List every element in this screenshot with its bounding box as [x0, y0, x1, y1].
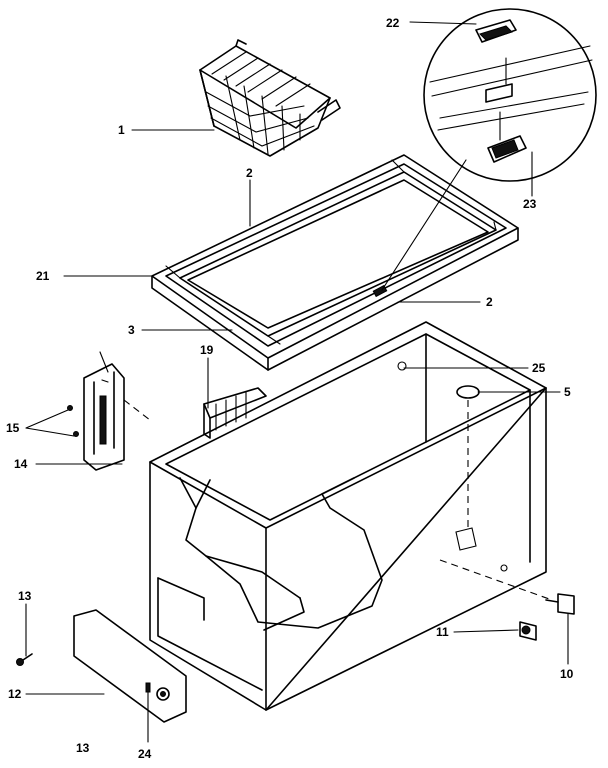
wire-basket: [199, 39, 341, 157]
callout-1: 1: [118, 123, 125, 137]
callout-15: 15: [6, 421, 20, 435]
leader-lines: [25, 21, 569, 743]
callout-25: 25: [532, 361, 546, 375]
callout-10: 10: [560, 667, 574, 681]
callout-23: 23: [523, 197, 537, 211]
callout-12: 12: [8, 687, 22, 701]
lid-assembly: [151, 154, 519, 371]
callout-labels: 1 2 21 3 2 22 23 25 5 19 15 14 13 12 13 …: [6, 16, 574, 761]
callout-5: 5: [564, 385, 571, 399]
callout-19: 19: [200, 343, 214, 357]
callout-24: 24: [138, 747, 152, 761]
detail-inset: [423, 8, 597, 182]
callout-11: 11: [436, 625, 449, 639]
access-panel: [73, 609, 187, 723]
callout-3: 3: [128, 323, 135, 337]
callout-14: 14: [14, 457, 28, 471]
drain-fitting: [519, 621, 537, 641]
hinge-bracket: [67, 351, 151, 471]
drain-knob: [545, 593, 575, 615]
screw: [16, 653, 33, 666]
callout-13-top: 13: [18, 589, 32, 603]
callout-2-right: 2: [486, 295, 493, 309]
callout-13-bottom: 13: [76, 741, 90, 755]
freezer-cabinet: [149, 321, 553, 711]
callout-21: 21: [36, 269, 50, 283]
callout-2-top: 2: [246, 166, 253, 180]
callout-22: 22: [386, 16, 400, 30]
latch-assembly: [203, 387, 267, 439]
